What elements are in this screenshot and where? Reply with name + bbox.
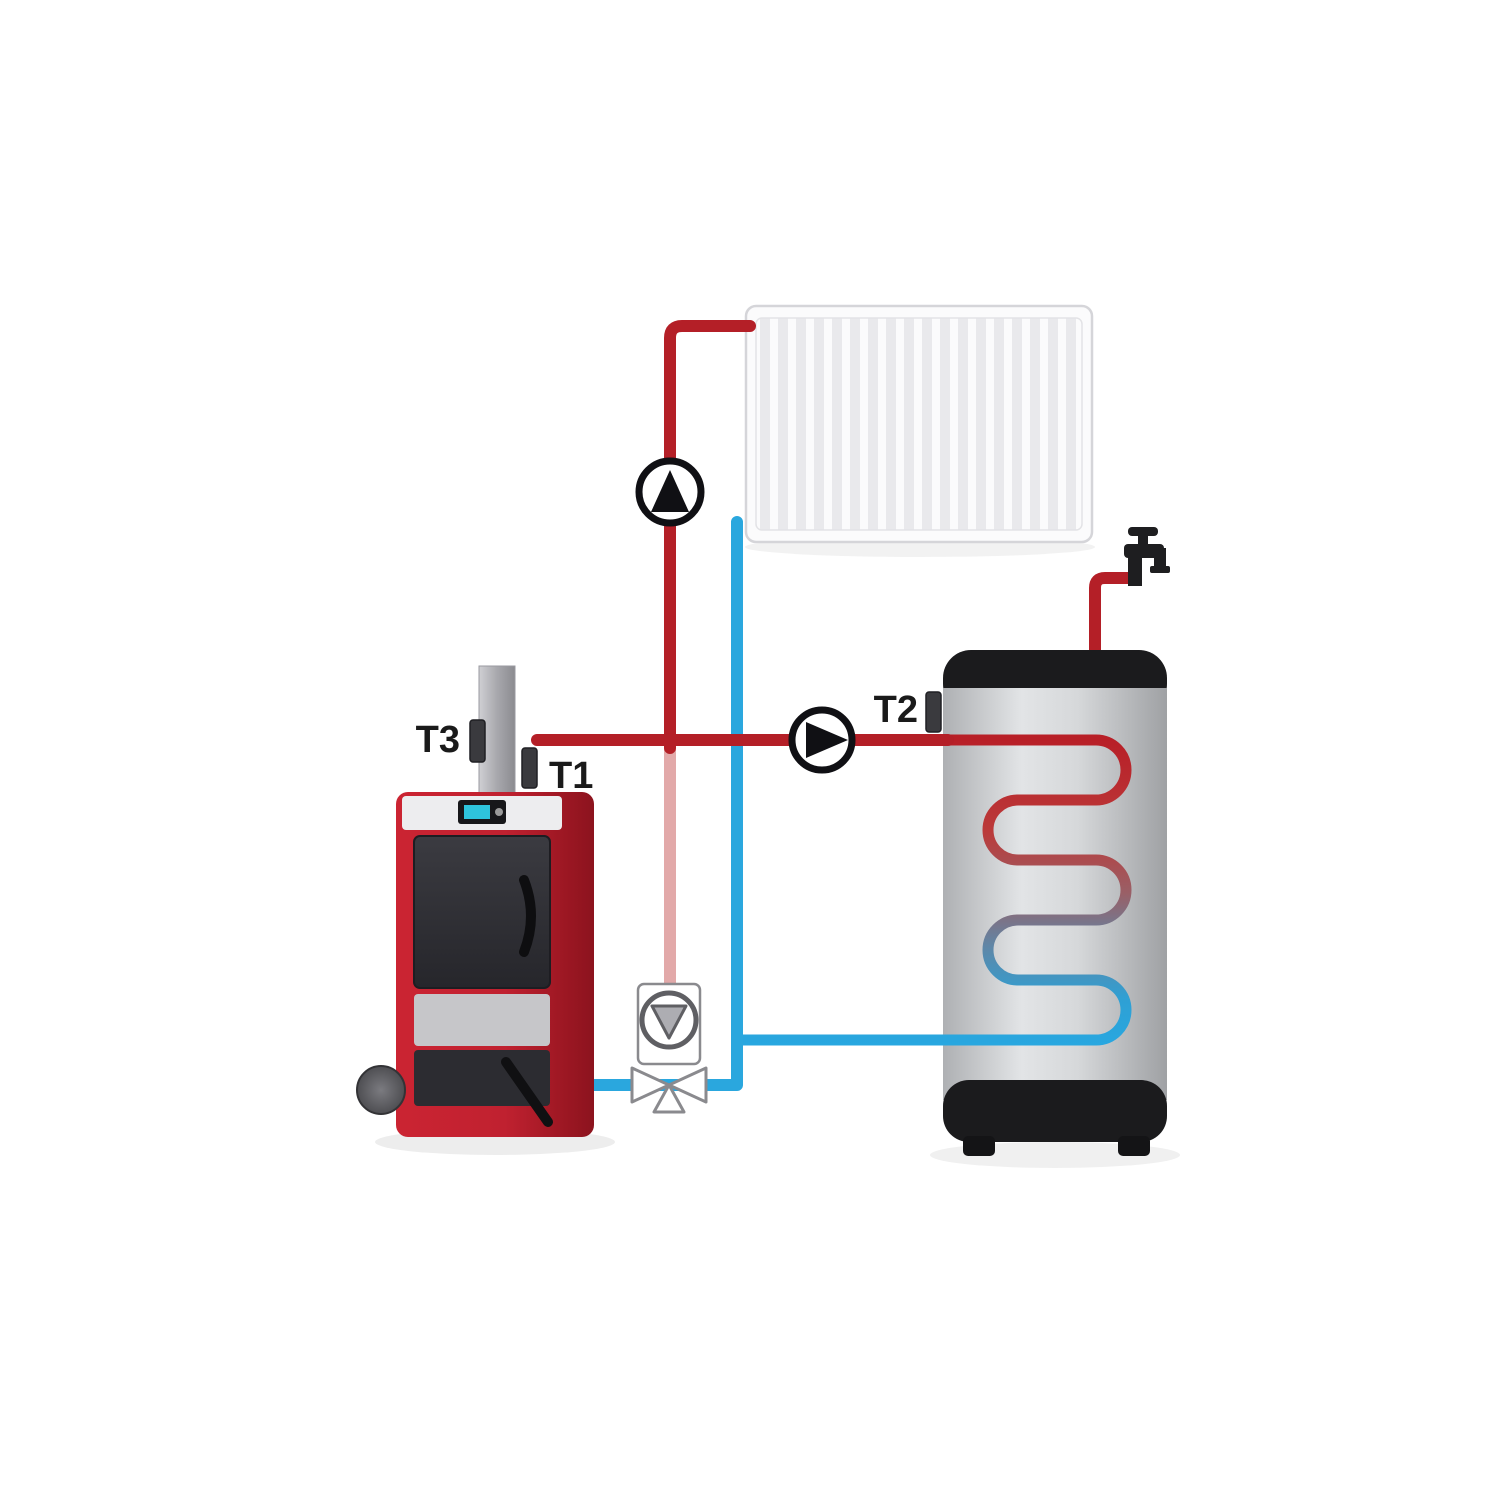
pump-arrow-right-icon — [806, 722, 848, 758]
hot-water-storage-tank — [943, 650, 1167, 1156]
pipe-hot-supply-radiator — [664, 320, 756, 754]
tank-heating-coil — [731, 734, 1132, 1046]
boiler-flue-stub — [356, 1065, 406, 1115]
boiler-lower-door — [414, 1050, 550, 1106]
sensor-t3 — [469, 719, 486, 763]
temperature-sensor-t1: T1 — [521, 747, 593, 797]
tank-foot-right — [1118, 1136, 1150, 1156]
pump-arrow-up-icon — [651, 470, 689, 512]
pipe-tank-to-tap — [1089, 572, 1136, 700]
tank-foot-left — [963, 1136, 995, 1156]
label-t1: T1 — [549, 755, 593, 797]
tap-icon — [1124, 527, 1170, 586]
three-way-valve-right — [667, 1066, 708, 1104]
sensor-t1 — [521, 747, 538, 789]
panel-radiator — [744, 304, 1094, 544]
boiler-mid-panel — [414, 994, 550, 1046]
valve-pump-arrow-down-icon — [650, 1004, 688, 1040]
label-t2: T2 — [874, 689, 918, 731]
boiler-upper-door — [413, 835, 551, 989]
radiator-circulation-pump — [635, 457, 705, 527]
mixing-valve-pump-group — [630, 982, 708, 1114]
boiler-controller-screen — [464, 805, 490, 819]
tank-circulation-pump — [788, 706, 856, 774]
three-way-valve-left — [630, 1066, 671, 1104]
boiler-poker-handle — [501, 1057, 553, 1127]
temperature-sensor-t2: T2 — [874, 689, 942, 733]
sensor-t2 — [925, 691, 942, 733]
temperature-sensor-t3: T3 — [416, 719, 486, 763]
tank-bottom-cap — [943, 1080, 1167, 1142]
boiler-door-handle — [519, 875, 536, 957]
boiler-controller-button — [495, 808, 503, 816]
solid-fuel-boiler — [356, 665, 594, 1137]
three-way-valve-bottom — [652, 1083, 686, 1114]
label-t3: T3 — [416, 719, 460, 761]
